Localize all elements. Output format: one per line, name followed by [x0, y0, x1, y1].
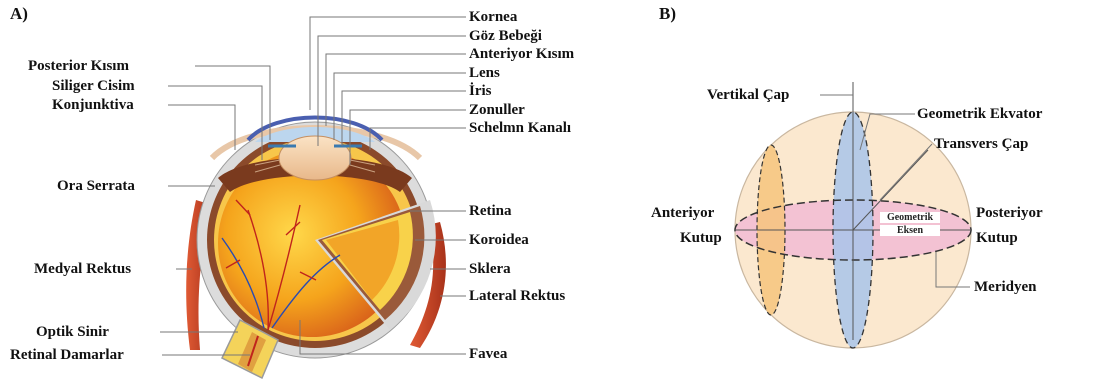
label-kutup-left: Kutup	[680, 230, 722, 246]
label-geometrik: Geometrik	[880, 212, 940, 223]
label-vertikal-cap: Vertikal Çap	[707, 87, 789, 103]
label-meridyen: Meridyen	[974, 279, 1036, 295]
label-transvers-cap: Transvers Çap	[934, 136, 1028, 152]
label-posteriyor: Posteriyor	[976, 205, 1043, 221]
label-geometrik-ekvator: Geometrik Ekvator	[917, 106, 1042, 122]
panel-b-tag: B)	[659, 4, 676, 24]
label-kutup-right: Kutup	[976, 230, 1018, 246]
label-anteriyor: Anteriyor	[651, 205, 714, 221]
label-eksen: Eksen	[880, 225, 940, 236]
